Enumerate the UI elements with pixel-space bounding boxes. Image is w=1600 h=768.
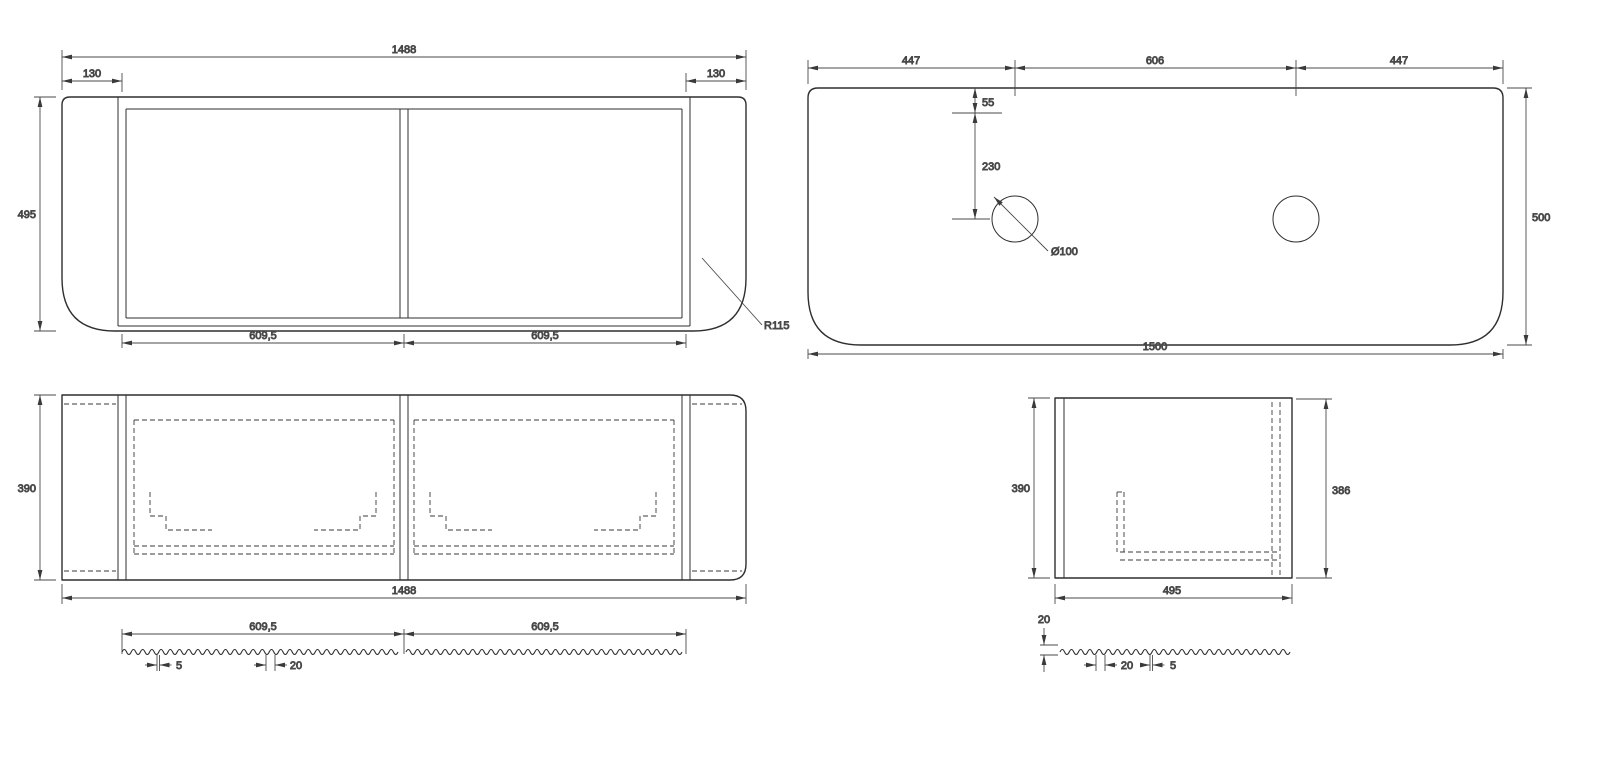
front-dim-total-width: 1488 <box>392 44 416 56</box>
basin-hole-right <box>1272 195 1320 243</box>
fluted-profile-right-door <box>405 648 683 656</box>
plan-structure <box>117 395 691 580</box>
plan-outline <box>61 394 747 581</box>
front-dim-door-right: 609,5 <box>531 330 559 342</box>
front-dim-corner-radius: R115 <box>764 320 789 332</box>
fluted-profile-left-door <box>121 648 399 656</box>
basin-hole-left <box>991 195 1039 243</box>
countertop-dim-span-left: 447 <box>902 55 920 67</box>
side-dim-depth: 495 <box>1163 585 1181 597</box>
countertop-dimensions: 447 606 447 55 230 Ø100 500 1500 <box>807 55 1551 359</box>
fluted-profile-side-panel <box>1059 648 1291 656</box>
corner-radius-leader-line <box>701 257 763 326</box>
plan-dim-width: 1488 <box>392 585 416 597</box>
plan-dim-door-left: 609,5 <box>249 621 277 633</box>
plan-dim-height: 390 <box>18 483 36 495</box>
plan-section-view: 390 1488 609,5 609,5 5 20 <box>17 394 747 672</box>
side-dim-flute-pitch: 20 <box>1121 660 1133 672</box>
front-view: 1488 130 130 495 609,5 609,5 R115 <box>17 44 790 348</box>
plan-dim-door-right: 609,5 <box>531 621 559 633</box>
side-dim-flute-width: 5 <box>1170 660 1176 672</box>
countertop-dim-depth: 500 <box>1532 212 1550 224</box>
front-cabinet-structure <box>117 97 691 327</box>
plan-hidden-lines <box>64 403 742 572</box>
plan-dim-flute-width: 5 <box>176 660 182 672</box>
side-dim-inner-height: 386 <box>1332 485 1350 497</box>
countertop-dim-hole-edge-offset: 55 <box>982 97 994 109</box>
plan-hidden-bracket <box>594 492 657 531</box>
side-hidden-lines <box>1116 402 1281 575</box>
front-cabinet-outline <box>61 96 747 332</box>
front-dim-side-left: 130 <box>83 68 101 80</box>
countertop-outline <box>807 87 1504 346</box>
countertop-dim-width: 1500 <box>1143 341 1167 353</box>
countertop-dim-span-right: 447 <box>1390 55 1408 67</box>
plan-hidden-bracket <box>149 492 212 531</box>
front-view-dimensions: 1488 130 130 495 609,5 609,5 R115 <box>17 44 790 348</box>
countertop-dim-hole-diameter: Ø100 <box>1051 246 1078 258</box>
side-view: 390 386 495 20 20 <box>1011 397 1351 672</box>
side-outline <box>1054 397 1293 579</box>
plan-hidden-bracket <box>429 492 492 531</box>
side-dimensions: 390 386 495 20 20 <box>1011 397 1351 672</box>
side-dim-panel-thickness: 20 <box>1038 614 1050 626</box>
countertop-dim-hole-center-offset: 230 <box>982 161 1000 173</box>
countertop-dim-span-center: 606 <box>1146 55 1164 67</box>
plan-hidden-bracket <box>314 492 377 531</box>
plan-dim-flute-pitch: 20 <box>290 660 302 672</box>
plan-dimensions: 390 1488 609,5 609,5 5 20 <box>17 394 747 672</box>
front-dim-side-right: 130 <box>707 68 725 80</box>
front-dim-height: 495 <box>18 209 36 221</box>
side-dim-height: 390 <box>1012 483 1030 495</box>
countertop-top-view: 447 606 447 55 230 Ø100 500 1500 <box>807 55 1551 359</box>
hole-diameter-leader-line <box>993 196 1049 252</box>
front-dim-door-left: 609,5 <box>249 330 277 342</box>
